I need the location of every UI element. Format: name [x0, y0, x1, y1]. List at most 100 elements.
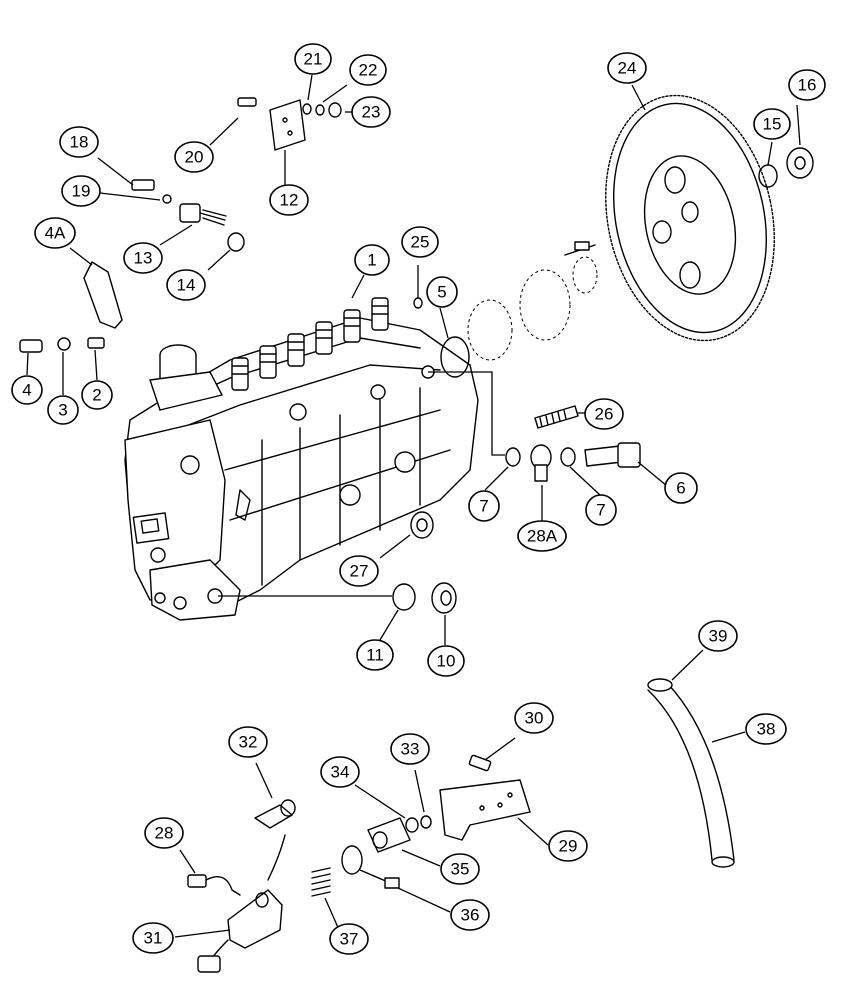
- callout-label: 27: [350, 562, 369, 581]
- callout-label: 33: [401, 740, 420, 759]
- callout-28: 28: [144, 817, 184, 849]
- callout-label: 1: [367, 251, 376, 270]
- washer-33: [420, 815, 432, 829]
- banjo-fitting-illustration: [428, 371, 641, 482]
- callout-label: 21: [304, 50, 323, 69]
- fittings-13-14-18-19: [131, 179, 245, 252]
- drive-gear-illustration: [605, 94, 775, 342]
- callout-label: 31: [144, 929, 163, 948]
- callout-28a: 28A: [517, 520, 567, 552]
- callout-37: 37: [329, 923, 369, 955]
- washer-15: [758, 164, 778, 188]
- callout-4a: 4A: [34, 217, 76, 249]
- callout-11: 11: [356, 639, 394, 671]
- callout-label: 34: [331, 763, 350, 782]
- callout-12: 12: [269, 184, 309, 216]
- callout-label: 6: [676, 479, 685, 498]
- callout-5: 5: [426, 276, 458, 308]
- callout-label: 19: [72, 182, 91, 201]
- callout-label: 30: [525, 709, 544, 728]
- callout-36: 36: [450, 899, 490, 931]
- nut-16: [786, 147, 814, 179]
- callout-39: 39: [698, 620, 738, 652]
- callout-label: 32: [239, 733, 258, 752]
- callout-label: 12: [280, 191, 299, 210]
- sleeve-35: [367, 817, 411, 853]
- callout-label: 13: [134, 249, 153, 268]
- clamp-39: [647, 678, 673, 692]
- callout-24: 24: [607, 52, 647, 84]
- callout-4: 4: [11, 375, 43, 405]
- callout-29: 29: [548, 830, 588, 862]
- callout-label: 26: [595, 405, 614, 424]
- callout-6: 6: [664, 472, 698, 504]
- callout-14: 14: [166, 269, 206, 301]
- clamp-36: [341, 845, 400, 889]
- callout-13: 13: [123, 242, 163, 274]
- bolt-30: [468, 754, 492, 772]
- callout-label: 25: [411, 233, 430, 252]
- callout-21: 21: [294, 43, 332, 75]
- callout-7-right: 7: [585, 494, 617, 526]
- injection-pump-illustration: [124, 297, 479, 621]
- callout-label: 2: [92, 386, 101, 405]
- callout-38: 38: [745, 713, 787, 745]
- nut-27: [410, 511, 434, 539]
- fittings-2-3-4: [19, 337, 105, 353]
- callout-label: 7: [596, 501, 605, 520]
- callout-label: 18: [70, 133, 89, 152]
- leader-lines: [26, 74, 801, 938]
- callout-20: 20: [174, 141, 214, 173]
- callout-25: 25: [401, 226, 439, 258]
- callout-label: 23: [362, 103, 381, 122]
- callout-label: 16: [798, 76, 817, 95]
- callout-2: 2: [81, 380, 113, 410]
- cap-10: [431, 582, 457, 614]
- callout-31: 31: [132, 922, 174, 954]
- spring-37: [311, 867, 331, 897]
- callout-label: 14: [177, 276, 196, 295]
- washer-11: [392, 583, 416, 611]
- callout-18: 18: [59, 126, 99, 158]
- callout-label: 10: [437, 652, 456, 671]
- callout-label: 7: [479, 497, 488, 516]
- callout-10: 10: [427, 645, 465, 677]
- callout-label: 24: [618, 59, 637, 78]
- callout-label: 37: [340, 930, 359, 949]
- callout-label: 36: [461, 906, 480, 925]
- callout-label: 15: [763, 115, 782, 134]
- hose-38: [647, 683, 735, 868]
- callout-label: 4: [22, 381, 31, 400]
- nut-34: [405, 817, 419, 833]
- callout-35: 35: [440, 853, 480, 885]
- callout-label: 29: [559, 837, 578, 856]
- callout-label: 38: [757, 720, 776, 739]
- coupling-phantom-illustration: [467, 241, 598, 361]
- callout-26: 26: [584, 398, 624, 430]
- solenoid-assembly-illustration: [187, 799, 296, 973]
- cover-4a: [83, 261, 123, 329]
- callout-1: 1: [354, 244, 390, 276]
- callout-33: 33: [390, 733, 430, 765]
- callout-23: 23: [351, 96, 391, 128]
- callout-label: 39: [709, 627, 728, 646]
- callout-34: 34: [320, 756, 360, 788]
- callout-22: 22: [349, 54, 387, 86]
- callout-label: 5: [437, 283, 446, 302]
- callout-3: 3: [47, 395, 79, 425]
- callout-label: 28A: [527, 527, 558, 546]
- bracket-12-assembly: [237, 97, 342, 151]
- callout-27: 27: [339, 555, 379, 587]
- callout-label: 4A: [45, 224, 66, 243]
- callout-16: 16: [788, 69, 826, 101]
- stud-26: [534, 405, 579, 429]
- bracket-29: [439, 779, 531, 841]
- callout-label: 20: [185, 148, 204, 167]
- ring-25: [413, 297, 423, 309]
- callout-19: 19: [61, 175, 101, 207]
- callout-7-left: 7: [468, 490, 500, 522]
- callout-label: 11: [366, 646, 384, 665]
- callout-label: 3: [58, 401, 67, 420]
- callout-label: 28: [155, 824, 174, 843]
